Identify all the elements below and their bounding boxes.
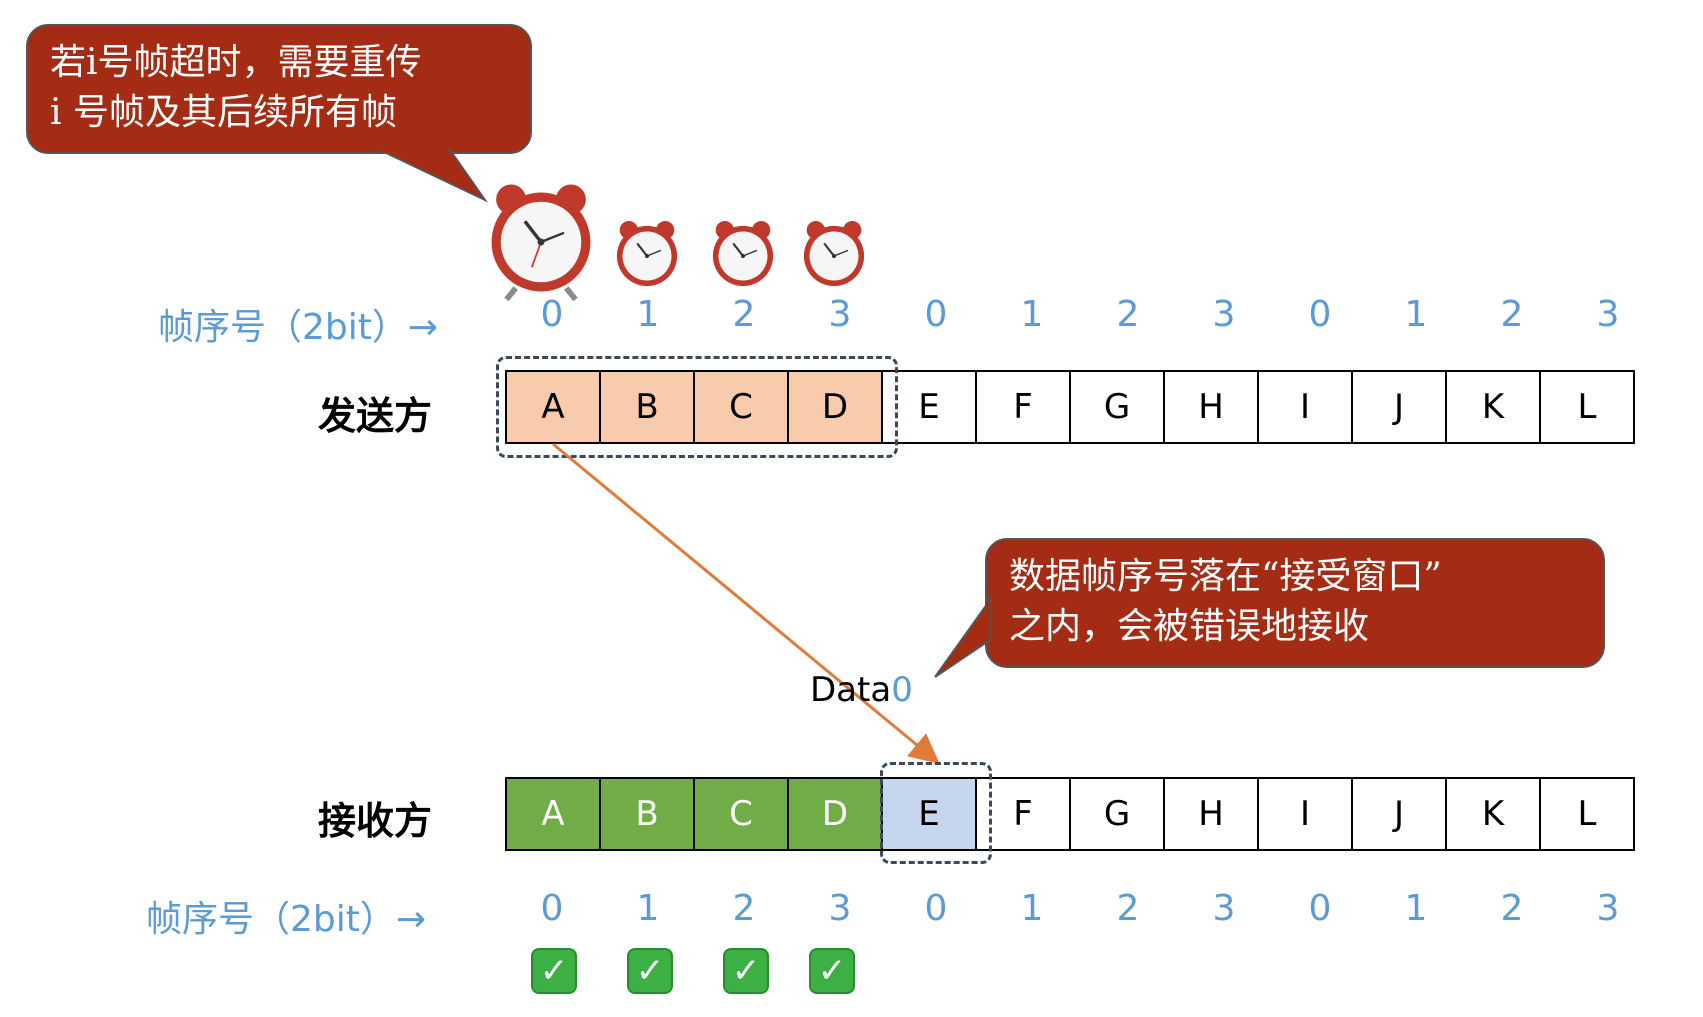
sender-seq-number: 1 [1020, 294, 1044, 335]
sender-seq-number: 1 [636, 294, 660, 335]
sender-seq-number: 3 [1596, 294, 1620, 335]
checkmark-icon: ✓ [809, 948, 855, 994]
alarm-clock-icon [616, 221, 678, 287]
sender-seq-numbers: 0 1 2 3 0 1 2 3 0 1 2 3 [504, 294, 1656, 335]
sender-frame-cell: F [975, 370, 1071, 444]
timeout-callout-line-2: i 号帧及其后续所有帧 [50, 92, 397, 133]
sender-seq-number: 0 [924, 294, 948, 335]
error-callout-line-2: 之内，会被错误地接收 [1009, 606, 1370, 647]
sender-label: 发送方 [318, 394, 433, 438]
receiver-frame-cell: A [505, 777, 601, 851]
receiver-seq-number: 0 [1308, 888, 1332, 929]
sender-frame-cell: C [693, 370, 789, 444]
receiver-seq-number: 2 [1500, 888, 1524, 929]
receiver-seq-number: 0 [540, 888, 564, 929]
sender-seq-number: 2 [1500, 294, 1524, 335]
receiver-seq-number: 3 [1212, 888, 1236, 929]
receiver-seq-number: 0 [924, 888, 948, 929]
receiver-seq-number: 3 [828, 888, 852, 929]
receiver-frame-cell: L [1539, 777, 1635, 851]
receiver-seq-number: 2 [1116, 888, 1140, 929]
receiver-label: 接收方 [318, 799, 433, 843]
data-frame-label-text: Data [810, 670, 892, 710]
timeout-callout: 若i号帧超时，需要重传 i 号帧及其后续所有帧 [26, 24, 532, 154]
sender-seq-number: 1 [1404, 294, 1428, 335]
alarm-clock-icon [712, 221, 774, 287]
checkmark-icon: ✓ [627, 948, 673, 994]
receiver-frame-cell: D [787, 777, 883, 851]
send-window [496, 356, 898, 458]
sender-frame-cell: L [1539, 370, 1635, 444]
receiver-frame-cell: I [1257, 777, 1353, 851]
receiver-frame-cell: E [881, 777, 977, 851]
receiver-frame-cell: B [599, 777, 695, 851]
sender-frame-cell: D [787, 370, 883, 444]
sender-frame-cell: G [1069, 370, 1165, 444]
checkmark-icon: ✓ [723, 948, 769, 994]
receiver-frame-cell: C [693, 777, 789, 851]
sender-seq-number: 2 [732, 294, 756, 335]
receiver-seq-numbers: 0 1 2 3 0 1 2 3 0 1 2 3 [504, 888, 1656, 929]
sender-frame-cell: K [1445, 370, 1541, 444]
sender-seq-number: 3 [1212, 294, 1236, 335]
sender-seq-number: 0 [1308, 294, 1332, 335]
receiver-frame-cell: K [1445, 777, 1541, 851]
sender-seq-label: 帧序号（2bit）→ [158, 307, 439, 348]
receiver-seq-number: 1 [1020, 888, 1044, 929]
sender-frame-cell: H [1163, 370, 1259, 444]
receiver-seq-label: 帧序号（2bit）→ [146, 899, 427, 940]
sender-frame-cell: J [1351, 370, 1447, 444]
sender-seq-number: 3 [828, 294, 852, 335]
sender-seq-number: 0 [540, 294, 564, 335]
receiver-seq-number: 1 [636, 888, 660, 929]
data-frame-label: Data0 [810, 670, 913, 710]
checkmark-icon: ✓ [531, 948, 577, 994]
receiver-seq-number: 3 [1596, 888, 1620, 929]
receiver-seq-number: 1 [1404, 888, 1428, 929]
receiver-frame-cell: H [1163, 777, 1259, 851]
receive-window [880, 762, 992, 864]
data-frame-label-number: 0 [891, 670, 913, 710]
error-callout: 数据帧序号落在“接受窗口” 之内，会被错误地接收 [985, 538, 1605, 668]
receiver-frame-cell: J [1351, 777, 1447, 851]
timeout-callout-line-1: 若i号帧超时，需要重传 [50, 42, 422, 83]
alarm-clock-icon [803, 221, 865, 287]
receiver-frame-cell: G [1069, 777, 1165, 851]
sender-seq-number: 2 [1116, 294, 1140, 335]
sender-frame-cell: I [1257, 370, 1353, 444]
receiver-seq-number: 2 [732, 888, 756, 929]
error-callout-line-1: 数据帧序号落在“接受窗口” [1009, 556, 1442, 597]
alarm-clock-icon-large [491, 184, 591, 302]
